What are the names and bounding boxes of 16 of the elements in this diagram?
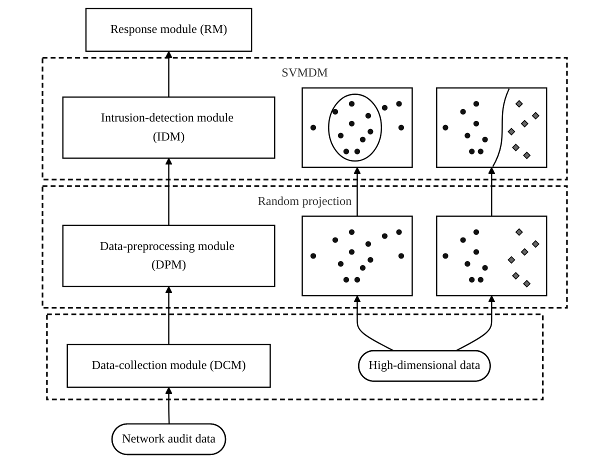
- arrow: [165, 286, 173, 344]
- arrow: [488, 167, 496, 216]
- node-picture: [302, 216, 414, 296]
- arrow: [455, 295, 496, 352]
- node-picture: [436, 216, 548, 296]
- arrow: [354, 167, 362, 216]
- arrow: [165, 50, 173, 98]
- node-box: Intrusion-detection module (IDM): [62, 96, 276, 159]
- arrow: [165, 386, 173, 424]
- node-box: Data-collection module (DCM): [66, 344, 272, 388]
- node-picture: [302, 87, 414, 168]
- node-box: Data-preprocessing module (DPM): [62, 224, 276, 288]
- node-box: Response module (RM): [86, 8, 252, 52]
- arrow: [165, 158, 173, 226]
- arrow: [354, 295, 395, 352]
- cluster: [46, 314, 544, 400]
